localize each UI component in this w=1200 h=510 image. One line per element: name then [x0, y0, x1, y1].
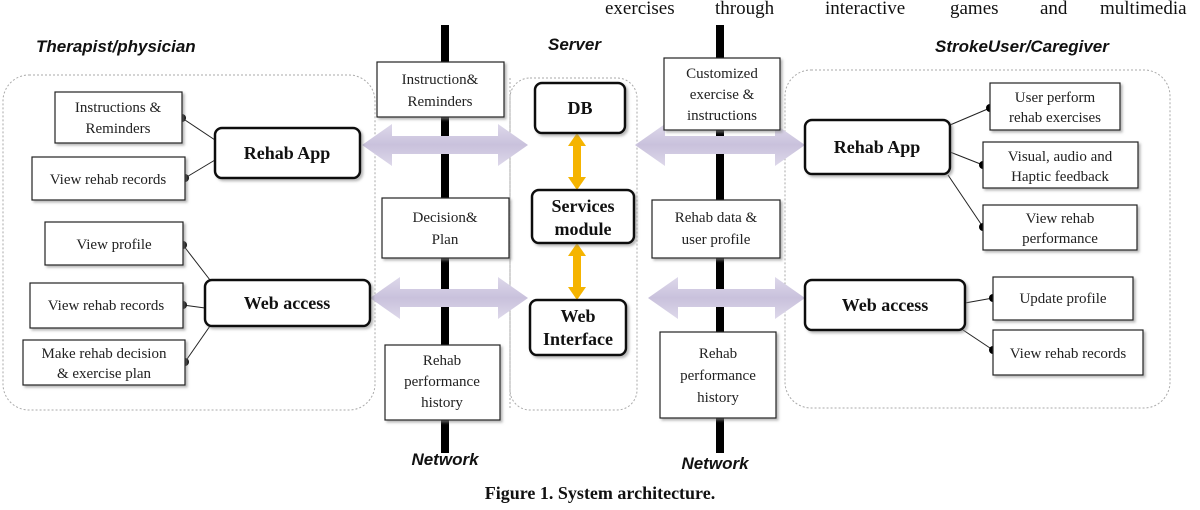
box-text: Reminders [408, 94, 473, 110]
box-text: Rehab [423, 353, 461, 369]
user-item [989, 82, 1121, 131]
box-text: Web access [244, 293, 330, 313]
box-text: Web [560, 306, 595, 326]
box-text: Customized [686, 66, 758, 82]
box-text: Make rehab decision [42, 346, 167, 362]
box-text: performance [680, 368, 756, 384]
box-text: Services [552, 196, 615, 216]
box-text: & exercise plan [57, 366, 152, 382]
therapist-group-title: Therapist/physician [36, 37, 196, 56]
box-text: Reminders [86, 121, 151, 137]
user-item [982, 204, 1138, 251]
double-arrow-icon [648, 277, 805, 319]
box-text: User perform [1015, 90, 1096, 106]
body-text-line: exercises through interactive games and … [605, 0, 1187, 19]
services-module-box [530, 188, 636, 245]
user-item [982, 141, 1139, 189]
internal-arrows [568, 133, 586, 300]
body-word: through [715, 0, 775, 19]
box-text: View rehab records [50, 172, 167, 188]
therapist-item [54, 91, 183, 144]
box-text: Visual, audio and [1008, 149, 1113, 165]
therapist-item [29, 282, 184, 329]
vertical-double-arrow-icon [568, 243, 586, 300]
server-group-title: Server [548, 35, 602, 54]
data-flow-arrows [362, 124, 805, 319]
network-label-right: Network [681, 454, 750, 473]
body-word: and [1040, 0, 1068, 19]
box-text: performance [1022, 231, 1098, 247]
box-text: instructions [687, 108, 757, 124]
box-text: View rehab records [1010, 346, 1127, 362]
therapist-web-access-box [203, 278, 372, 328]
box-text: DB [567, 98, 592, 118]
box-text: history [697, 390, 739, 406]
figure-caption: Figure 1. System architecture. [485, 483, 715, 503]
network-box-instruction-reminders [376, 61, 505, 118]
body-word: interactive [825, 0, 905, 19]
box-text: user profile [682, 232, 751, 248]
box-text: Rehab [699, 346, 737, 362]
body-word: multimedia [1100, 0, 1187, 19]
box-text: Update profile [1019, 291, 1106, 307]
user-group [784, 69, 1171, 409]
box-text: performance [404, 374, 480, 390]
box-text: Instructions & [75, 100, 162, 116]
network-box-performance-history [659, 331, 777, 419]
box-text: rehab exercises [1009, 110, 1101, 126]
double-arrow-icon [362, 124, 528, 166]
body-word: exercises [605, 0, 675, 19]
box-text: exercise & [690, 87, 755, 103]
box-text: Decision& [413, 210, 478, 226]
body-word: games [950, 0, 999, 19]
double-arrow-icon [370, 277, 528, 319]
server-group [509, 77, 638, 411]
box-text: Web access [842, 295, 928, 315]
box-text: module [554, 219, 611, 239]
therapist-item [22, 339, 186, 386]
box-text: Haptic feedback [1011, 169, 1109, 185]
box-text: View rehab [1026, 211, 1095, 227]
web-interface-box [528, 298, 628, 357]
user-rehab-app-box [803, 118, 952, 176]
box-text: Instruction& [402, 72, 479, 88]
user-item [992, 329, 1144, 376]
box-text: Rehab data & [675, 210, 758, 226]
user-web-access-box [803, 278, 967, 332]
user-group-title: StrokeUser/Caregiver [935, 37, 1110, 56]
box-text: View profile [76, 237, 152, 253]
box-text: Rehab App [244, 143, 331, 163]
therapist-rehab-app-box [213, 126, 362, 180]
user-item [992, 276, 1134, 321]
double-arrow-icon [635, 124, 805, 166]
box-text: Interface [543, 329, 613, 349]
network-box-performance-history [384, 344, 501, 421]
network-box-decision-plan [381, 197, 510, 259]
network-box-customized-exercise [663, 57, 781, 131]
therapist-item [31, 156, 186, 201]
db-box [533, 81, 627, 135]
network-box-rehab-data [651, 199, 781, 259]
box-text: Rehab App [834, 137, 921, 157]
box-text: Plan [432, 232, 459, 248]
therapist-item [44, 221, 184, 266]
network-label-left: Network [411, 450, 480, 469]
box-text: history [421, 395, 463, 411]
therapist-group [2, 74, 376, 411]
box-text: View rehab records [48, 298, 165, 314]
vertical-double-arrow-icon [568, 133, 586, 190]
